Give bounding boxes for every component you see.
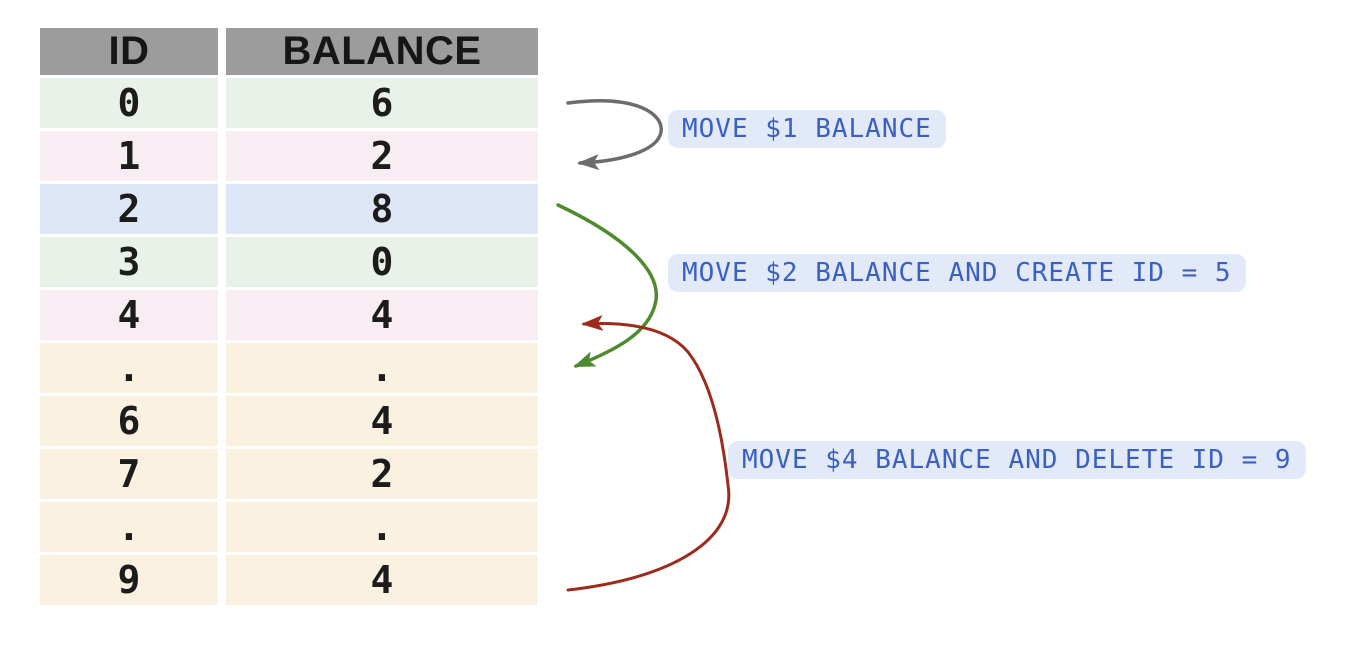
- table-row: ..: [40, 502, 538, 552]
- id-cell: .: [40, 502, 218, 552]
- id-cell: 4: [40, 290, 218, 340]
- balance-cell: .: [226, 502, 538, 552]
- balance-cell: 2: [226, 449, 538, 499]
- move-1-balance-label: MOVE $1 BALANCE: [668, 110, 946, 148]
- move-1-balance-arrow: [566, 99, 663, 171]
- id-cell: 3: [40, 237, 218, 287]
- column-header-balance: BALANCE: [226, 28, 538, 75]
- id-cell: 7: [40, 449, 218, 499]
- balance-cell: .: [226, 343, 538, 393]
- id-cell: 2: [40, 184, 218, 234]
- table-header-row: ID BALANCE: [40, 28, 538, 75]
- balance-cell: 0: [226, 237, 538, 287]
- id-cell: 1: [40, 131, 218, 181]
- balance-cell: 6: [226, 78, 538, 128]
- move-2-balance-create-arrow: [556, 203, 659, 368]
- balance-cell: 4: [226, 555, 538, 605]
- id-cell: 6: [40, 396, 218, 446]
- balance-cell: 4: [226, 290, 538, 340]
- move-2-balance-create-label: MOVE $2 BALANCE AND CREATE ID = 5: [668, 254, 1246, 292]
- balance-cell: 8: [226, 184, 538, 234]
- id-cell: .: [40, 343, 218, 393]
- balance-cell: 2: [226, 131, 538, 181]
- table-row: ..: [40, 343, 538, 393]
- column-header-id: ID: [40, 28, 218, 75]
- move-4-balance-delete-label: MOVE $4 BALANCE AND DELETE ID = 9: [728, 441, 1306, 479]
- id-cell: 9: [40, 555, 218, 605]
- id-cell: 0: [40, 78, 218, 128]
- move-4-balance-delete-arrow: [566, 314, 731, 592]
- balance-cell: 4: [226, 396, 538, 446]
